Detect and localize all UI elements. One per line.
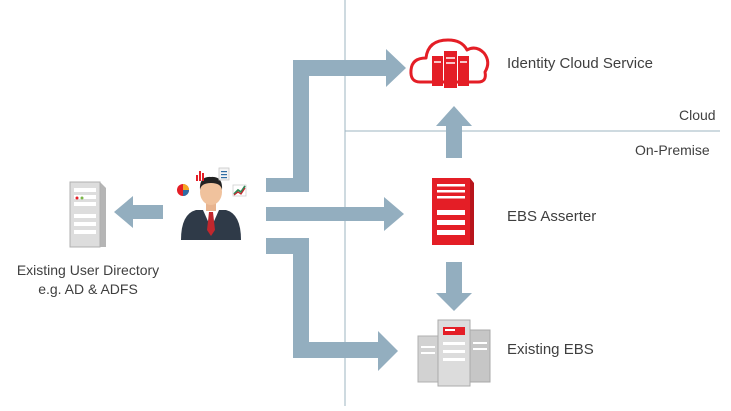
document-icon [218, 167, 230, 181]
arrow-asserter-to-ebs [436, 262, 472, 311]
arrow-user-to-directory [114, 196, 163, 228]
existing-ebs-label: Existing EBS [507, 341, 594, 358]
cloud-zone-label: Cloud [679, 107, 716, 123]
user-directory-label-line2: e.g. AD & ADFS [38, 281, 138, 297]
arrow-user-to-identity-cloud [266, 49, 406, 192]
cloud-server-icon [409, 38, 490, 88]
red-server-icon [432, 178, 474, 245]
arrow-asserter-to-cloud [436, 106, 472, 158]
gray-server-icon [69, 181, 106, 248]
line-chart-icon [232, 184, 247, 197]
bar-chart-icon [196, 171, 204, 181]
on-premise-zone-label: On-Premise [635, 142, 710, 158]
user-directory-label-line1: Existing User Directory [16, 262, 160, 278]
arrow-user-to-existing-ebs [266, 238, 398, 371]
gray-server-cluster-icon [417, 319, 491, 387]
pie-chart-icon [177, 184, 189, 196]
arrow-user-to-ebs-asserter [266, 197, 404, 231]
ebs-asserter-label: EBS Asserter [507, 208, 597, 225]
identity-cloud-label: Identity Cloud Service [507, 55, 653, 72]
user-avatar-icon [181, 176, 241, 240]
